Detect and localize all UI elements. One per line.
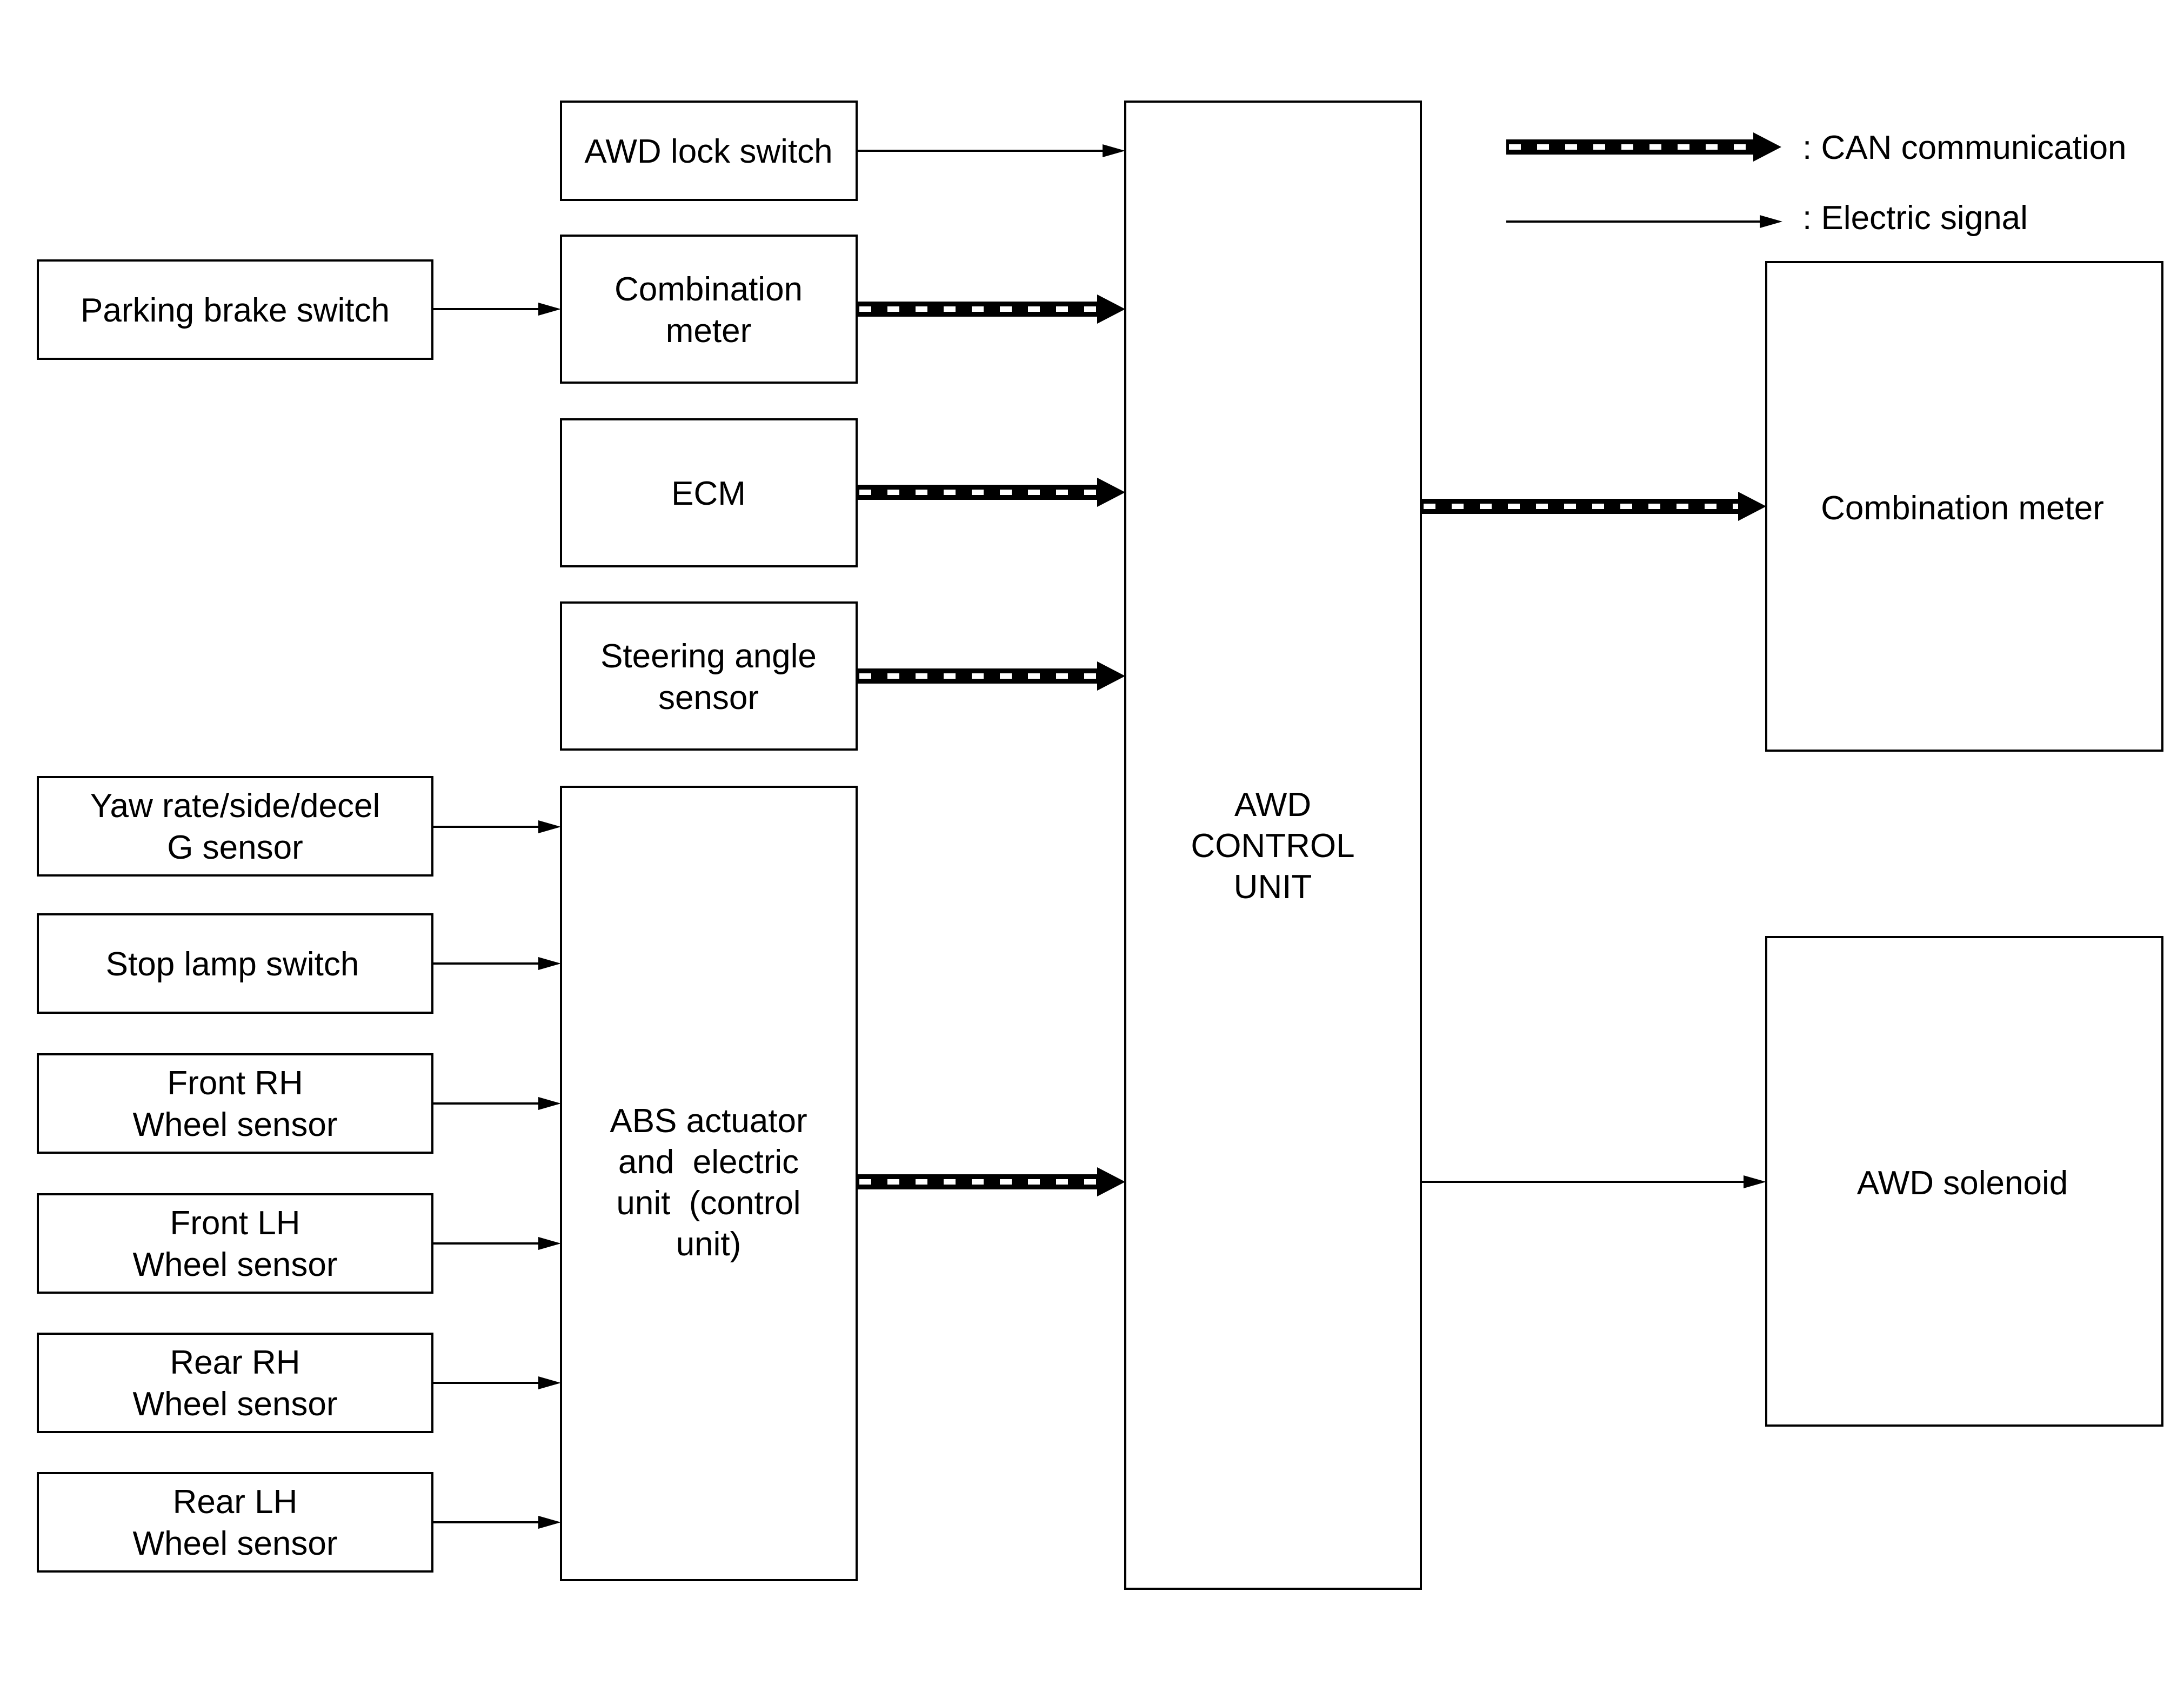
block-label: Parking brake switch — [81, 292, 390, 329]
electric-link-awd-lock-switch-to-awd-control-unit — [857, 144, 1125, 157]
block-label: Front RH — [167, 1065, 303, 1102]
electric-link-awd-control-unit-to-awd-solenoid — [1421, 1175, 1766, 1188]
block-label: unit) — [676, 1226, 742, 1263]
block-label: unit (control — [616, 1185, 800, 1222]
block-front-lh-wheel-sensor: Front LH Wheel sensor — [37, 1193, 433, 1294]
block-label: Yaw rate/side/decel — [90, 787, 380, 825]
block-label: Wheel sensor — [132, 1106, 337, 1143]
block-ecm: ECM — [560, 418, 858, 567]
electric-link-parking-brake-to-combination-meter — [432, 303, 561, 316]
legend-electric-label: : Electric signal — [1802, 199, 2028, 237]
block-yaw-rate-sensor: Yaw rate/side/decel G sensor — [37, 776, 433, 877]
block-label: ECM — [671, 475, 746, 512]
block-label: Steering angle — [600, 638, 817, 675]
block-label: G sensor — [167, 829, 303, 866]
block-label: CONTROL — [1191, 827, 1354, 865]
block-steering-angle-sensor: Steering angle sensor — [560, 601, 858, 751]
block-label: sensor — [658, 679, 759, 717]
block-label: Combination meter — [1821, 490, 2104, 527]
electric-link-rear-lh-to-abs — [432, 1516, 561, 1529]
block-label: Stop lamp switch — [106, 946, 359, 983]
can-link-awd-control-unit-to-combination-meter — [1421, 492, 1766, 521]
legend-can-label: : CAN communication — [1802, 129, 2127, 166]
can-link-ecm-to-awd-control-unit — [857, 478, 1125, 507]
block-stop-lamp-switch: Stop lamp switch — [37, 913, 433, 1014]
block-label: meter — [666, 312, 751, 350]
block-label: Combination — [615, 271, 803, 308]
block-front-rh-wheel-sensor: Front RH Wheel sensor — [37, 1053, 433, 1154]
block-combination-meter-input: Combination meter — [560, 235, 858, 384]
legend: : CAN communication : Electric signal — [1506, 129, 2127, 237]
block-label: Rear LH — [173, 1483, 298, 1521]
can-link-abs-to-awd-control-unit — [857, 1167, 1125, 1196]
legend-electric-swatch — [1506, 215, 1782, 228]
block-awd-lock-switch: AWD lock switch — [560, 101, 858, 201]
block-awd-solenoid: AWD solenoid — [1765, 936, 2163, 1427]
electric-link-rear-rh-to-abs — [432, 1376, 561, 1389]
electric-link-front-lh-to-abs — [432, 1237, 561, 1250]
block-rear-rh-wheel-sensor: Rear RH Wheel sensor — [37, 1333, 433, 1433]
block-abs-actuator: ABS actuator and electric unit (control … — [560, 786, 858, 1581]
block-label: Front LH — [170, 1205, 300, 1242]
block-rear-lh-wheel-sensor: Rear LH Wheel sensor — [37, 1472, 433, 1573]
block-label: AWD solenoid — [1857, 1165, 2068, 1202]
block-label: AWD lock switch — [584, 133, 832, 170]
block-combination-meter-output: Combination meter — [1765, 261, 2163, 752]
block-label: Wheel sensor — [132, 1386, 337, 1423]
block-label: and electric — [618, 1143, 799, 1181]
block-label: Wheel sensor — [132, 1525, 337, 1562]
can-link-combination-meter-to-awd-control-unit — [857, 295, 1125, 324]
block-label: ABS actuator — [610, 1102, 807, 1140]
block-parking-brake-switch: Parking brake switch — [37, 259, 433, 360]
electric-link-front-rh-to-abs — [432, 1097, 561, 1110]
electric-link-yaw-rate-to-abs — [432, 820, 561, 833]
can-link-steering-angle-to-awd-control-unit — [857, 661, 1125, 691]
block-label: Rear RH — [170, 1344, 300, 1381]
block-label: AWD — [1234, 786, 1311, 824]
electric-link-stop-lamp-to-abs — [432, 957, 561, 970]
legend-can-swatch — [1506, 132, 1781, 162]
block-awd-control-unit: AWD CONTROL UNIT — [1124, 101, 1422, 1590]
block-label: Wheel sensor — [132, 1246, 337, 1283]
block-label: UNIT — [1234, 868, 1312, 906]
